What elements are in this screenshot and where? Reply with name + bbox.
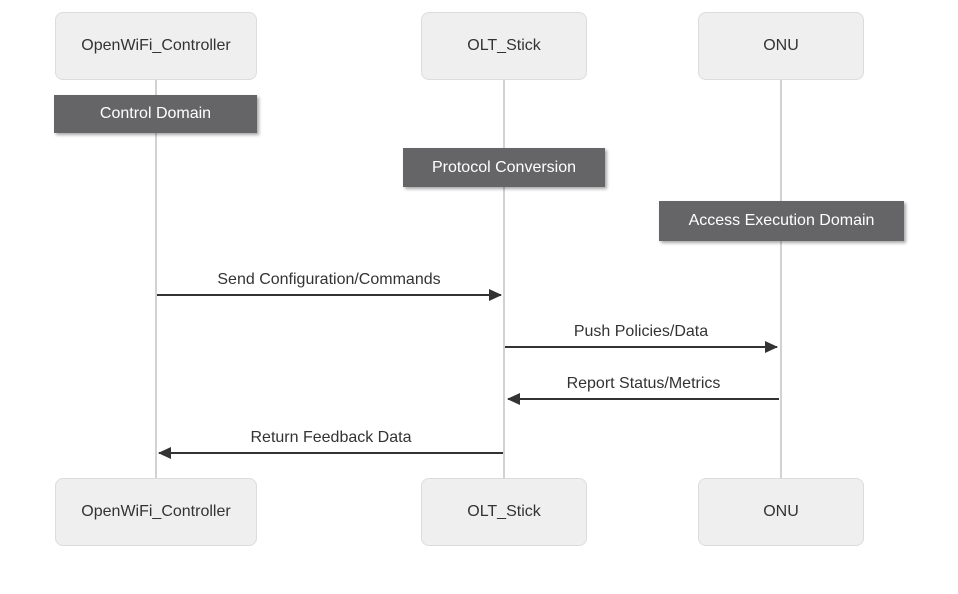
lifeline-openwifi-controller [155,80,157,478]
participant-olt-stick-bottom: OLT_Stick [421,478,587,546]
participant-onu-top: ONU [698,12,864,80]
lifeline-olt-stick [503,80,505,478]
note-control-domain: Control Domain [54,95,257,133]
participant-openwifi-controller-bottom: OpenWiFi_Controller [55,478,257,546]
participant-label: ONU [763,37,799,54]
participant-onu-bottom: ONU [698,478,864,546]
participant-label: ONU [763,503,799,520]
message-push-policies-data: Push Policies/Data [505,323,778,353]
message-label: Send Configuration/Commands [217,271,441,288]
arrowhead-left-icon [507,393,520,405]
participant-olt-stick-top: OLT_Stick [421,12,587,80]
message-return-feedback-data: Return Feedback Data [158,429,503,459]
lifeline-onu [780,80,782,478]
message-label: Return Feedback Data [250,429,412,446]
participant-label: OpenWiFi_Controller [81,503,231,520]
message-label: Push Policies/Data [573,323,709,340]
participant-label: OLT_Stick [467,37,541,54]
message-report-status-metrics: Report Status/Metrics [507,375,779,405]
message-arrow-line [508,398,779,400]
note-label: Access Execution Domain [688,212,875,229]
participant-openwifi-controller-top: OpenWiFi_Controller [55,12,257,80]
arrowhead-right-icon [489,289,502,301]
arrowhead-right-icon [765,341,778,353]
message-label: Report Status/Metrics [566,375,721,392]
message-arrow-line [505,346,777,348]
arrowhead-left-icon [158,447,171,459]
message-send-configuration-commands: Send Configuration/Commands [157,271,502,301]
participant-label: OLT_Stick [467,503,541,520]
note-protocol-conversion: Protocol Conversion [403,148,605,187]
message-arrow-line [157,294,501,296]
message-arrow-line [159,452,503,454]
participant-label: OpenWiFi_Controller [81,37,231,54]
note-label: Protocol Conversion [431,158,577,176]
note-access-execution-domain: Access Execution Domain [659,201,904,241]
note-label: Control Domain [99,105,212,122]
